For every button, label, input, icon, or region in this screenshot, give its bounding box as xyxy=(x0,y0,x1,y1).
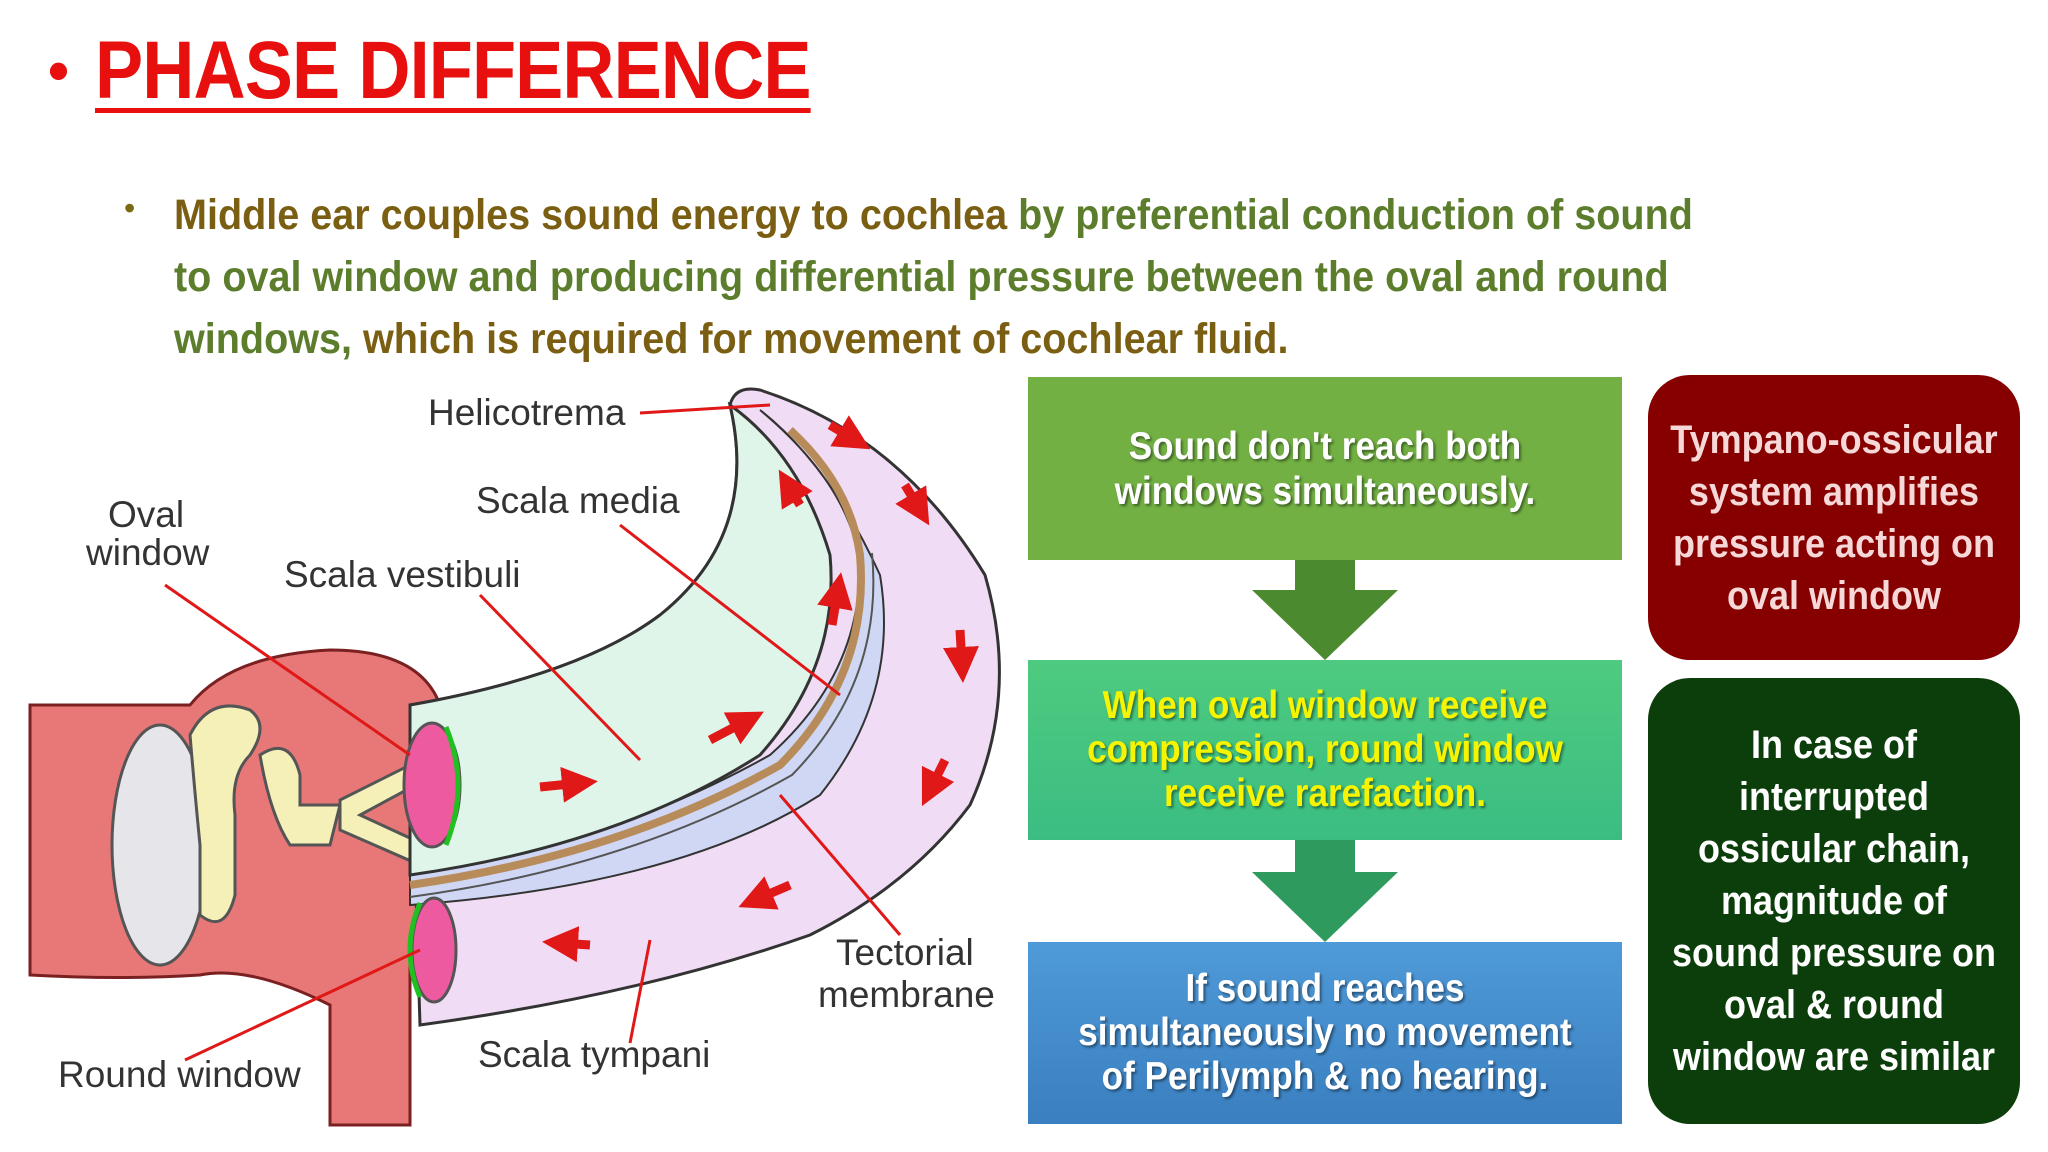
flow-box-2: When oval window receive compression, ro… xyxy=(1028,660,1622,840)
paragraph-bullet: • xyxy=(124,190,136,226)
down-arrow-2 xyxy=(1252,840,1398,942)
label-scala-tympani: Scala tympani xyxy=(478,1034,710,1075)
side-box-amplification-text: Tympano-ossicular system amplifies press… xyxy=(1670,417,1998,618)
fluid-flow-arrows xyxy=(539,415,979,963)
flow-box-1: Sound don't reach both windows simultane… xyxy=(1028,377,1622,560)
flow-box-3-text: If sound reaches simultaneously no movem… xyxy=(1078,967,1572,1098)
ossicles xyxy=(188,704,427,924)
title-row: • PHASE DIFFERENCE xyxy=(48,24,908,118)
label-round-window: Round window xyxy=(58,1054,301,1095)
intro-paragraph: Middle ear couples sound energy to cochl… xyxy=(174,184,1738,370)
label-oval-window-line1: Oval xyxy=(108,494,184,535)
cochlea-diagram: Helicotrema Scala media Oval window Scal… xyxy=(28,387,1001,1127)
label-scala-media: Scala media xyxy=(476,480,680,521)
label-pointers xyxy=(164,403,902,1062)
label-oval-window-line2: window xyxy=(85,532,210,573)
label-helicotrema: Helicotrema xyxy=(428,392,626,433)
label-tectorial-line2: membrane xyxy=(818,974,995,1015)
paragraph-part3: which is required for movement of cochle… xyxy=(352,315,1289,363)
paragraph-part2: by preferential conduction of sound to o… xyxy=(174,191,1693,363)
side-box-amplification: Tympano-ossicular system amplifies press… xyxy=(1648,375,2020,660)
label-tectorial-line1: Tectorial xyxy=(836,932,974,973)
flow-box-2-text: When oval window receive compression, ro… xyxy=(1087,684,1563,815)
flow-box-1-text: Sound don't reach both windows simultane… xyxy=(1114,424,1536,513)
scala-media-band xyxy=(409,409,885,907)
page-title: PHASE DIFFERENCE xyxy=(95,25,812,116)
label-scala-vestibuli: Scala vestibuli xyxy=(284,554,521,595)
side-box-interrupted-chain: In case of interrupted ossicular chain, … xyxy=(1648,678,2020,1124)
tectorial-strip xyxy=(409,427,865,889)
flow-box-3: If sound reaches simultaneously no movem… xyxy=(1028,942,1622,1124)
side-box-interrupted-chain-text: In case of interrupted ossicular chain, … xyxy=(1671,723,1997,1079)
down-arrow-1 xyxy=(1252,560,1398,660)
paragraph-part1: Middle ear couples sound energy to cochl… xyxy=(174,191,1008,239)
title-bullet: • xyxy=(48,37,70,105)
